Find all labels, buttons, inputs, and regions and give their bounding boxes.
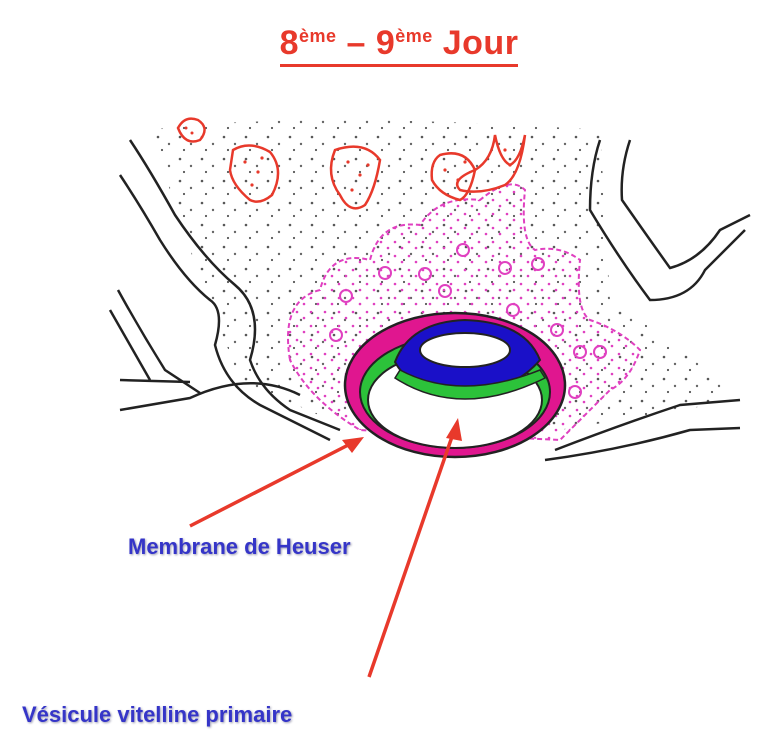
arrow-vesicule — [367, 427, 457, 678]
page-title: 8ème – 9ème Jour — [0, 24, 770, 67]
title-jour: Jour — [432, 24, 519, 62]
title-day-9: 9 — [375, 24, 396, 62]
endometrial-gland-right — [544, 139, 751, 462]
title-day-8: 8 — [279, 24, 299, 62]
hypoblast — [393, 369, 547, 400]
title-sup-2: ème — [395, 26, 433, 46]
arrows — [189, 418, 462, 678]
title-sup-1: ème — [299, 26, 337, 46]
blastocyst — [343, 311, 567, 459]
title-dash: – — [336, 24, 376, 62]
title-underlined: 8ème – 9ème Jour — [279, 24, 519, 67]
trophoblastic-lacunae — [176, 117, 527, 210]
arrow-heuser-head — [342, 437, 364, 453]
arrow-vesicule-head — [446, 418, 462, 441]
endometrial-gland-left — [108, 139, 341, 442]
label-heuser-membrane: Membrane de Heuser — [128, 534, 351, 559]
arrow-heuser — [189, 439, 357, 528]
amniotic-cavity — [419, 332, 511, 368]
label-primary-yolk-sac: Vésicule vitelline primaire — [22, 702, 293, 727]
